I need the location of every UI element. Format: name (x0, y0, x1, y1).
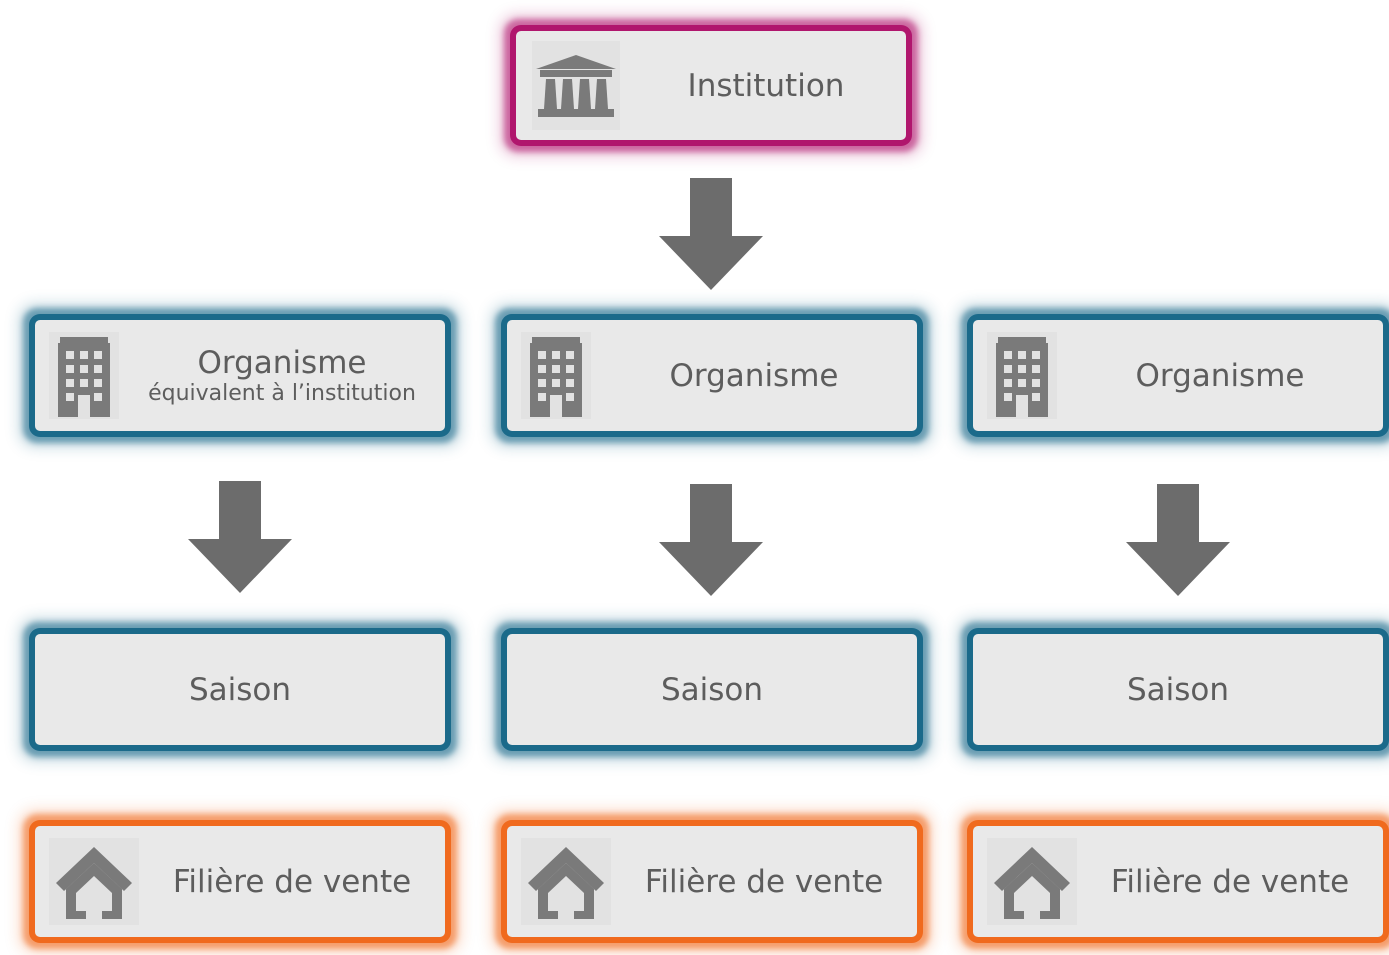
saison-label: Saison (1126, 671, 1230, 708)
saison-node: Saison (507, 634, 917, 745)
saison-node: Saison (35, 634, 445, 745)
filiere-icon-box (987, 838, 1077, 925)
bank-icon (536, 54, 616, 117)
organisme-icon-box (49, 332, 119, 419)
filiere-icon-box (521, 838, 611, 925)
saison-label: Saison (188, 671, 292, 708)
filiere-icon-box (49, 838, 139, 925)
saison-node: Saison (973, 634, 1383, 745)
organisme-icon-box (521, 332, 591, 419)
filiere-label: Filière de vente (644, 863, 884, 900)
building-icon (58, 336, 110, 417)
home-icon (56, 846, 132, 919)
institution-icon-box (532, 41, 620, 130)
arrow-down-icon (188, 481, 292, 593)
organisme-label: Organisme (197, 344, 367, 381)
organisme-node: Organisme (507, 320, 917, 431)
home-icon (528, 846, 604, 919)
organisme-node: Organisme (973, 320, 1383, 431)
arrow-down-icon (1126, 484, 1230, 596)
filiere-node: Filière de vente (973, 826, 1383, 937)
organisme-node: Organisme équivalent à l’institution (35, 320, 445, 431)
organisme-icon-box (987, 332, 1057, 419)
filiere-label: Filière de vente (1110, 863, 1350, 900)
organisme-sublabel: équivalent à l’institution (148, 380, 416, 406)
institution-node: Institution (516, 31, 906, 140)
arrow-down-icon (659, 484, 763, 596)
filiere-node: Filière de vente (35, 826, 445, 937)
organisme-label: Organisme (669, 357, 839, 394)
arrow-down-icon (659, 178, 763, 290)
organisme-label: Organisme (1135, 357, 1305, 394)
building-icon (996, 336, 1048, 417)
saison-label: Saison (660, 671, 764, 708)
filiere-node: Filière de vente (507, 826, 917, 937)
home-icon (994, 846, 1070, 919)
filiere-label: Filière de vente (172, 863, 412, 900)
building-icon (530, 336, 582, 417)
institution-label: Institution (687, 67, 845, 104)
